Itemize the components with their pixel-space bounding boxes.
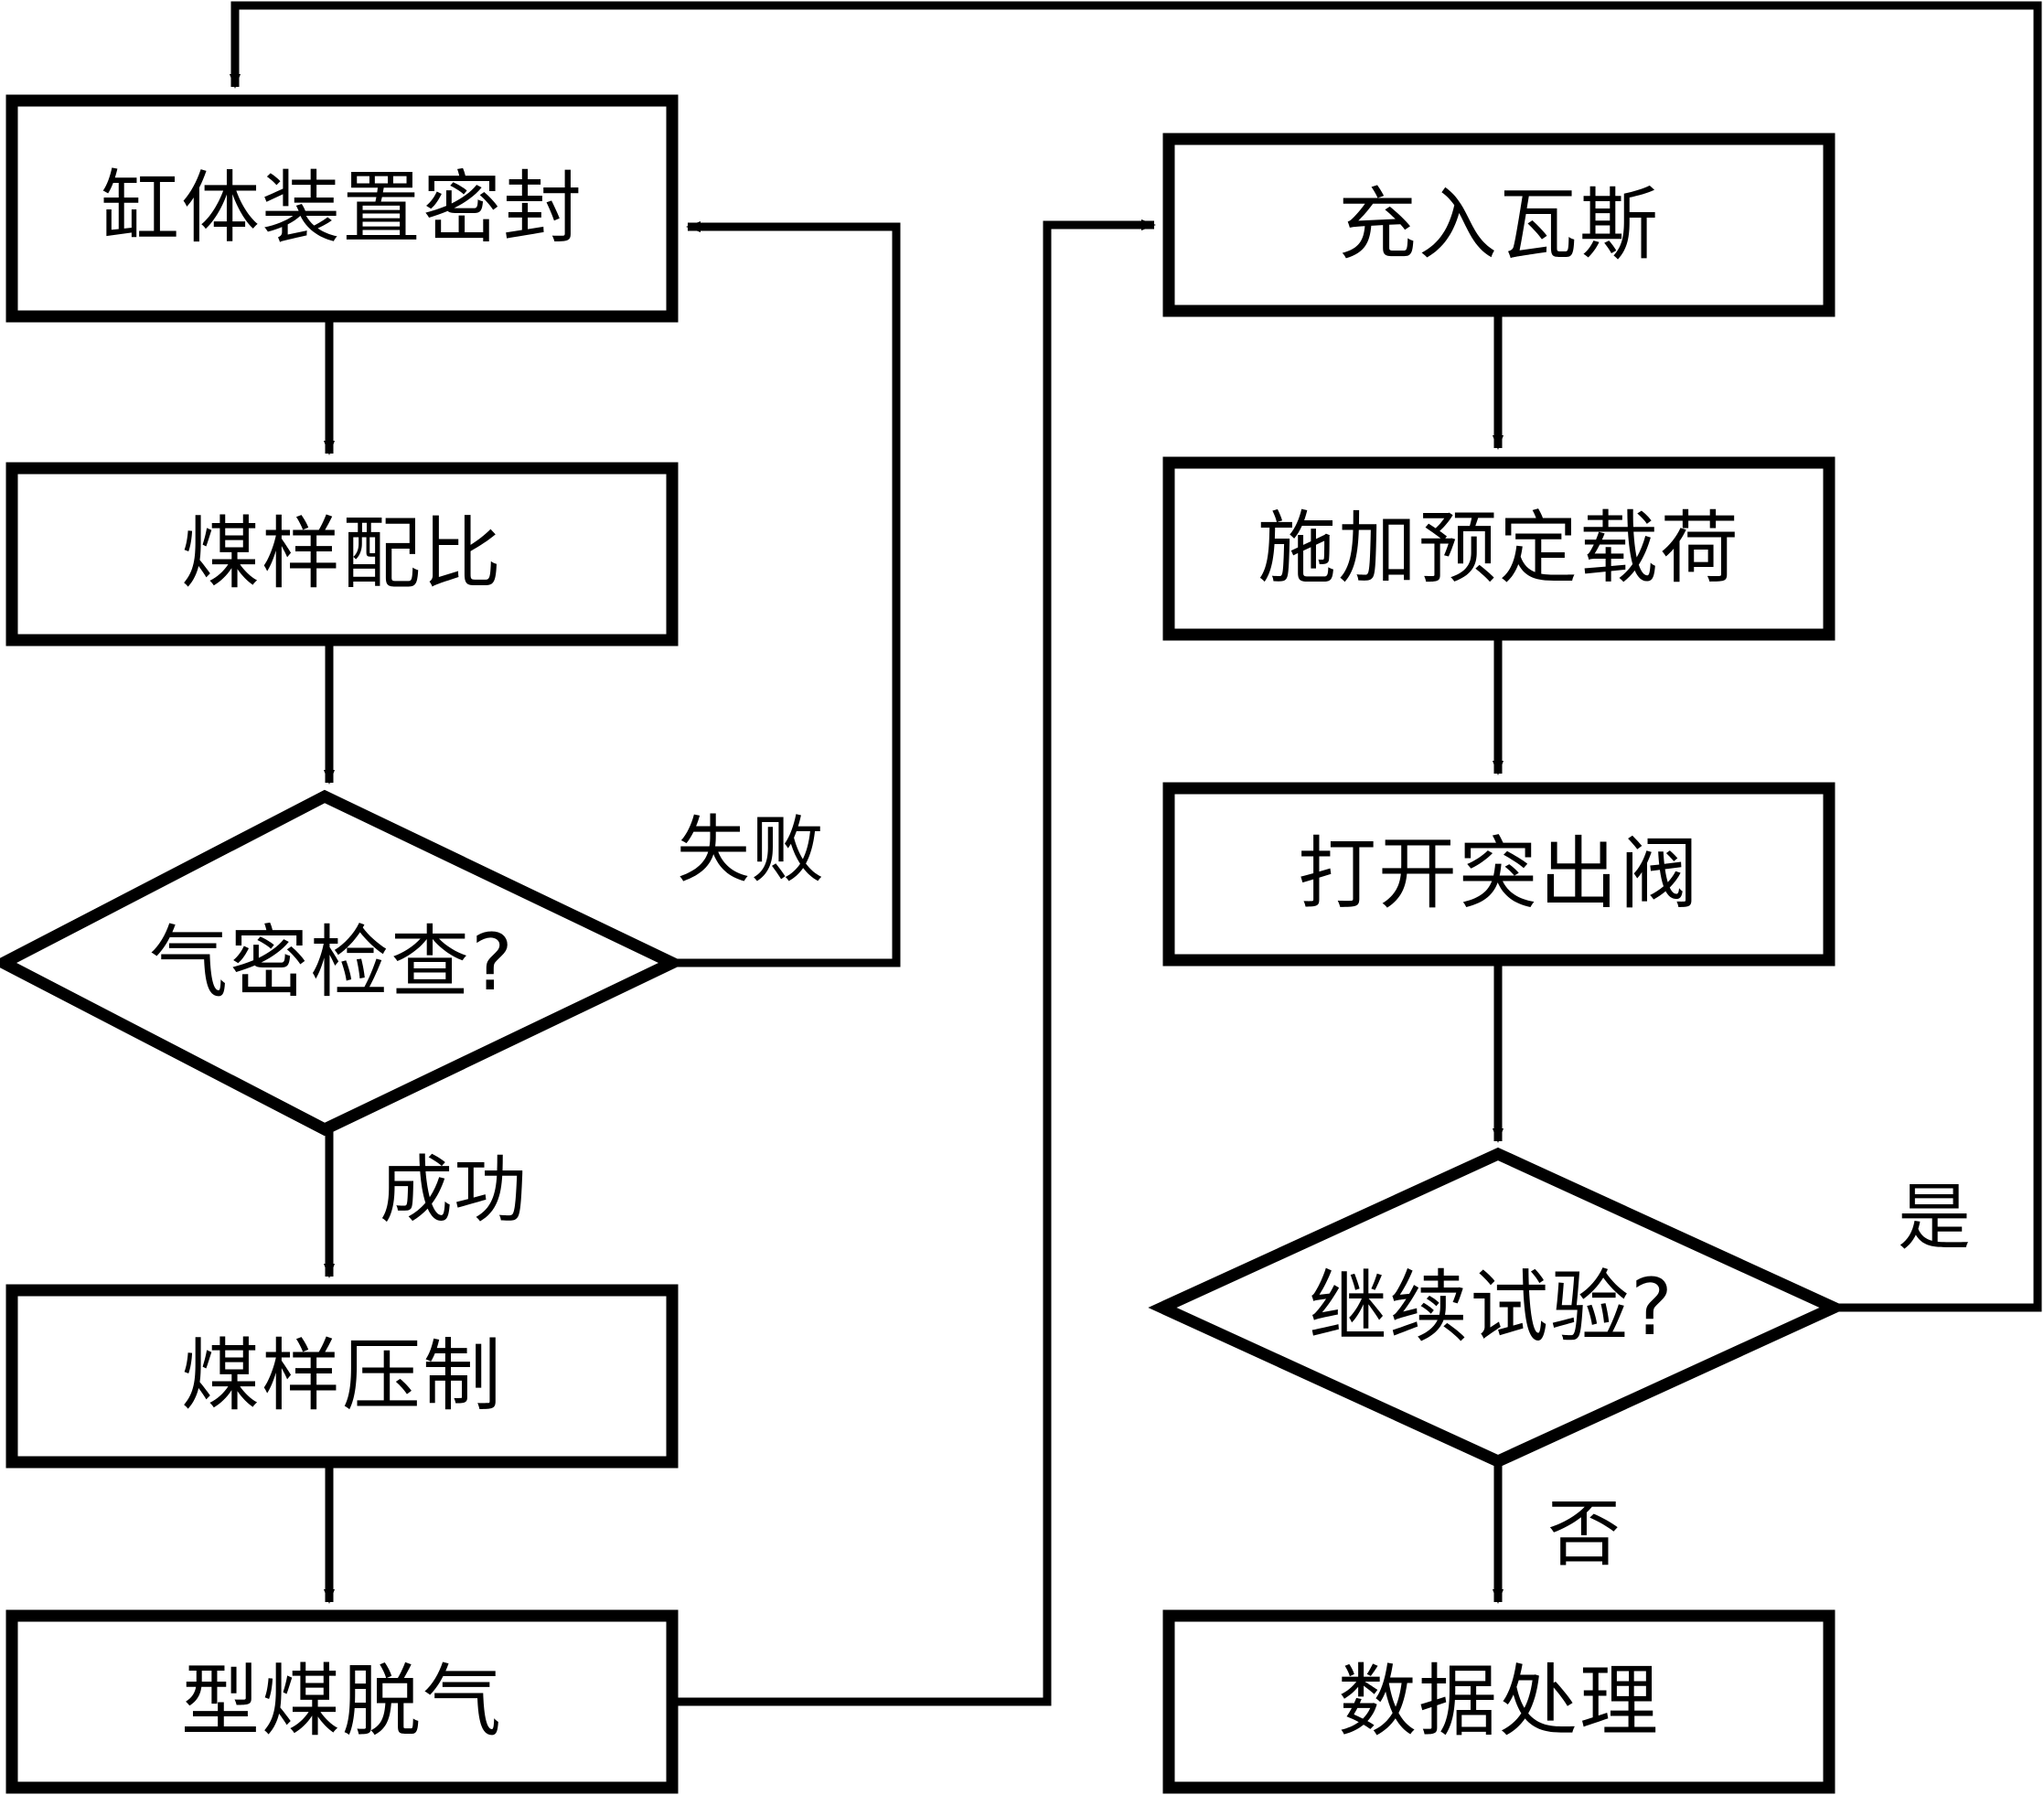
edge-n3-n1-fail [672,221,901,967]
node-shape-n3[interactable] [0,789,687,1137]
edge-label-no: 否 [1547,1491,1621,1576]
edge-label-yes: 是 [1898,1175,1972,1260]
node-shape-n8[interactable] [1162,782,1835,967]
node-shape-n5[interactable] [5,1609,679,1794]
node-shape-n10[interactable] [1162,1609,1835,1794]
edge-n9-n1-yes [230,1,2042,1312]
edge-label-success: 成功 [380,1148,528,1233]
node-shape-n4[interactable] [5,1284,679,1469]
node-shape-n9[interactable] [1148,1147,1848,1469]
node-shape-n2[interactable] [5,462,679,646]
edge-label-fail: 失败 [677,807,825,892]
node-shape-n6[interactable] [1162,133,1835,317]
node-shape-n7[interactable] [1162,456,1835,641]
edge-n5-n6 [672,219,1156,1706]
node-shape-n1[interactable] [5,94,679,323]
